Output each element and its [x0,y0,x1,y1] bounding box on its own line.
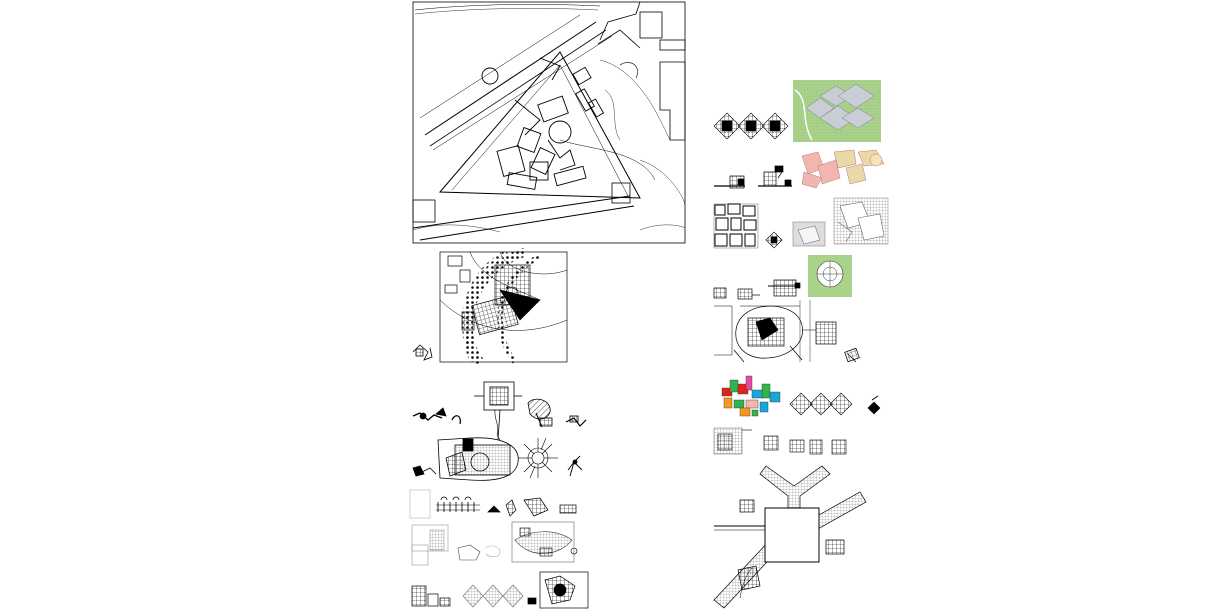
small-plans-mid [765,197,889,249]
puzzle-plan [713,203,759,249]
sketch-row-a [412,381,587,441]
site-plan-grid [439,247,568,365]
sketch-row-c [409,489,577,519]
colour-zoning [800,149,885,189]
small-plans-bottom [713,427,847,455]
aerial-photo [793,80,881,142]
circle-site [808,255,852,297]
diamond-plans-2 [789,392,881,416]
diamond-plans [713,112,789,140]
colour-diagram [721,375,781,417]
museum-plan [714,300,860,363]
sketch-row-e [411,571,589,609]
y-plan [713,465,867,609]
tiny-plans-row [713,279,801,300]
linear-plans-row [714,165,792,189]
sketch-row-b [412,437,583,481]
site-plan-main [412,1,686,244]
tiny-plan-left [412,344,433,361]
sketch-row-d [411,521,578,566]
